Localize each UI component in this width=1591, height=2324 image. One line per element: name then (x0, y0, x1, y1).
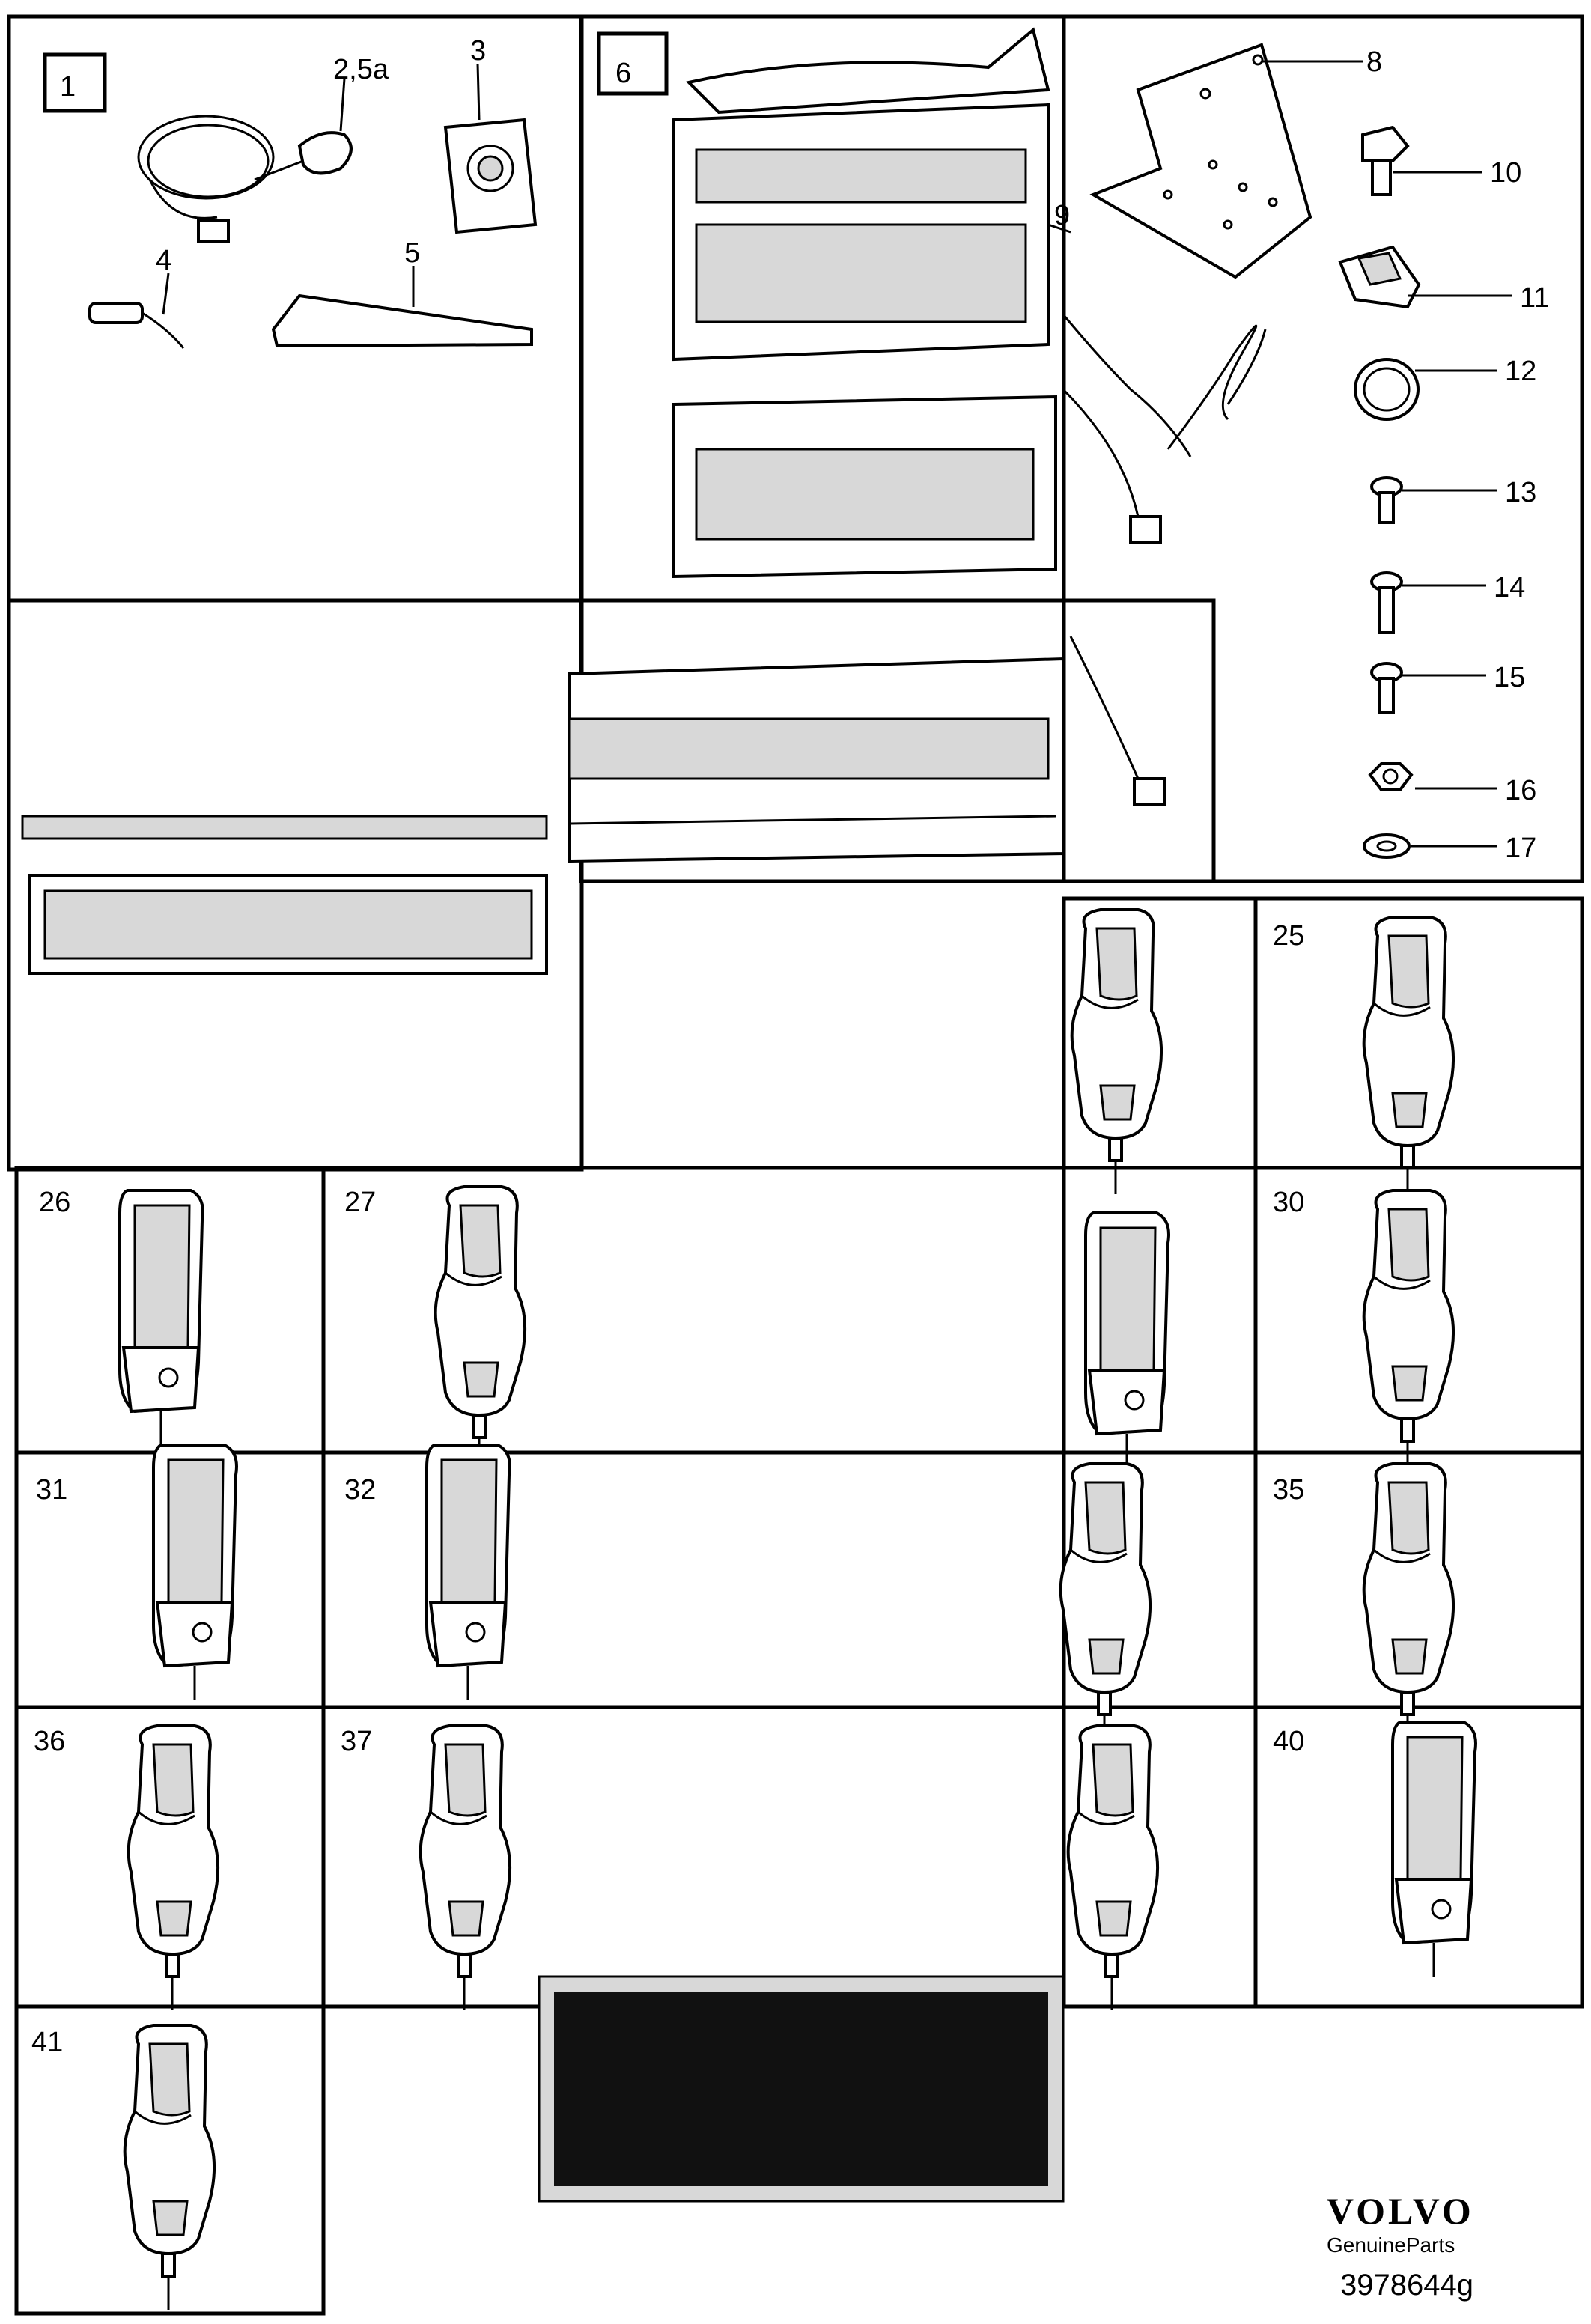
screw-part (1370, 476, 1497, 524)
panel-right-frame (1062, 14, 1584, 883)
cell-label: 27 (344, 1187, 376, 1218)
bolt-part (1361, 125, 1482, 196)
washer-part (1363, 833, 1497, 859)
item-label: 17 (1505, 833, 1536, 864)
holder-part (419, 1724, 512, 2012)
holder-part (1070, 908, 1163, 1196)
nut-part (1368, 762, 1497, 791)
box-label-1: 1 (60, 71, 76, 103)
item-label: 4 (156, 245, 171, 276)
holder-part (1084, 1211, 1170, 1469)
item-label: 2,5a (333, 54, 389, 85)
holder-part (127, 1724, 220, 2012)
cell-label: 36 (34, 1726, 65, 1757)
mount-block-part (443, 63, 538, 234)
screw-part (1370, 571, 1486, 634)
grid-row-frame (14, 1166, 1584, 1455)
item-label: 14 (1494, 572, 1525, 603)
cell-label: 35 (1273, 1474, 1304, 1506)
box-label-frame (43, 52, 107, 113)
cell-label: 37 (341, 1726, 372, 1757)
holder-part (1391, 1721, 1477, 1978)
panel-top-middle: 6 9 (579, 14, 1267, 806)
holder-part (1362, 916, 1455, 1203)
diagram-reference: 3978644g (1340, 2269, 1473, 2302)
antenna-cable-part (137, 78, 353, 243)
panel-middle-lower-parts (568, 657, 1065, 863)
item-label: 5 (404, 237, 420, 269)
harness-cable-part (1062, 314, 1267, 806)
brand-block: VOLVO GenuineParts 3978644g (1327, 2190, 1474, 2302)
item-label: 3 (470, 35, 486, 67)
holder-part (434, 1185, 527, 1473)
holder-part (1362, 1189, 1455, 1476)
hose-clamp-part (1354, 358, 1497, 421)
holder-grid: 25 26 27 30 31 32 35 36 37 40 41 (14, 896, 1584, 2316)
connector-part (88, 273, 185, 349)
item-label: 8 (1366, 46, 1382, 78)
panel-left-lower-parts (21, 815, 548, 975)
brand-name: VOLVO (1327, 2190, 1474, 2232)
cell-label: 32 (344, 1474, 376, 1506)
panel-top-left: 1 2,5a 3 4 (7, 14, 584, 603)
wedge-part (271, 266, 533, 348)
item-label: 10 (1490, 157, 1521, 189)
cell-label: 25 (1273, 920, 1304, 952)
holder-part (1066, 1724, 1160, 2012)
item-label: 13 (1505, 477, 1536, 508)
cell-label: 26 (39, 1187, 70, 1218)
cell-label: 41 (31, 2027, 63, 2058)
screw-part (1370, 662, 1486, 714)
grid-row-frame (14, 1450, 1584, 1709)
holder-part (123, 2024, 216, 2311)
grid-row-frame (14, 1705, 1584, 2009)
mounting-plate-part (1089, 43, 1363, 279)
holder-part (152, 1444, 238, 1701)
grid-row-frame (14, 2004, 326, 2316)
cell-label: 30 (1273, 1187, 1304, 1218)
holder-part (118, 1189, 204, 1447)
right-column-parts: 8 10 11 12 13 (1089, 43, 1549, 864)
item-label: 15 (1494, 662, 1525, 693)
item-label: 11 (1520, 282, 1549, 314)
item-label: 16 (1505, 775, 1536, 806)
cell-label: 40 (1273, 1726, 1304, 1757)
brand-tagline: GenuineParts (1327, 2233, 1455, 2257)
clip-part (1338, 245, 1512, 309)
item-label: 12 (1505, 356, 1536, 387)
phone-cradle-part (672, 27, 1057, 579)
panel-middle-bottom-dark (554, 1992, 1048, 2186)
box-label-6: 6 (615, 58, 631, 89)
cell-label: 31 (36, 1474, 67, 1506)
box-label-frame (597, 31, 669, 96)
holder-part (425, 1444, 511, 1701)
